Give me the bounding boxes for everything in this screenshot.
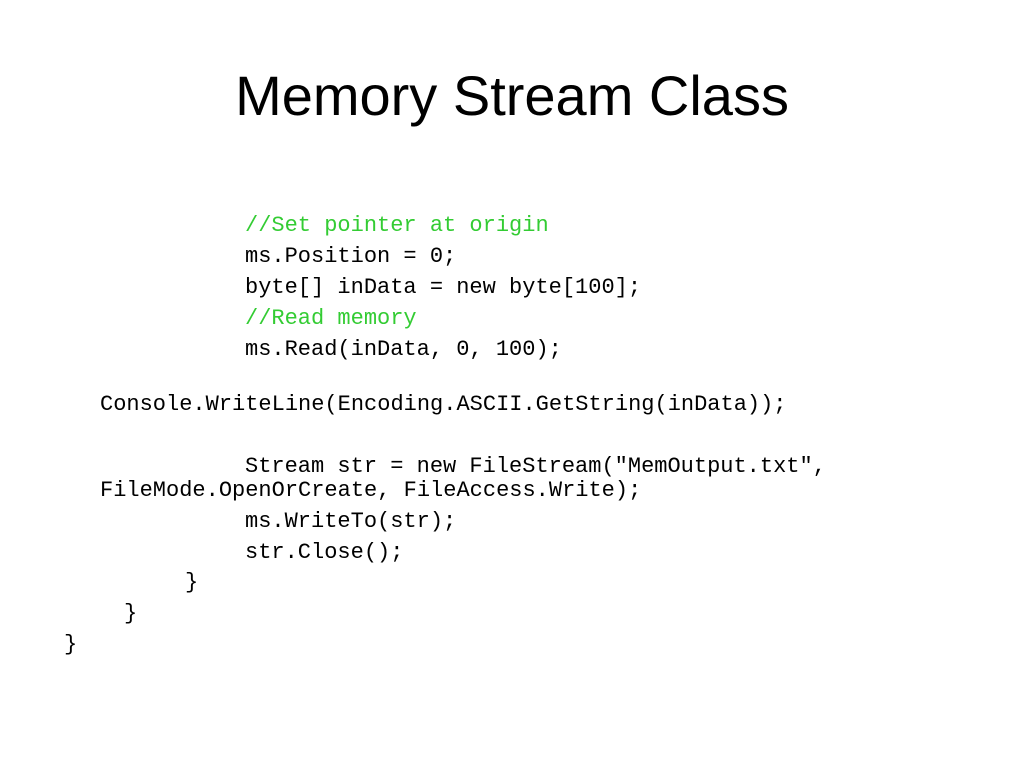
code-line-stream-create: Stream str = new FileStream("MemOutput.t… (245, 454, 826, 479)
code-line-console-writeline: Console.WriteLine(Encoding.ASCII.GetStri… (100, 392, 787, 417)
slide-title: Memory Stream Class (235, 64, 789, 127)
code-line-close: str.Close(); (245, 540, 404, 565)
code-comment-set-pointer: //Set pointer at origin (245, 213, 549, 238)
code-line-read: ms.Read(inData, 0, 100); (245, 337, 562, 362)
code-line-writeto: ms.WriteTo(str); (245, 509, 457, 534)
code-closing-brace-class: } (124, 601, 138, 626)
code-closing-brace-method: } (185, 570, 199, 595)
code-line-byte-array: byte[] inData = new byte[100]; (245, 275, 642, 300)
code-closing-brace-namespace: } (64, 632, 78, 657)
code-comment-read-memory: //Read memory (245, 306, 417, 331)
code-line-position: ms.Position = 0; (245, 244, 457, 269)
code-line-stream-create-continued: FileMode.OpenOrCreate, FileAccess.Write)… (100, 478, 642, 503)
